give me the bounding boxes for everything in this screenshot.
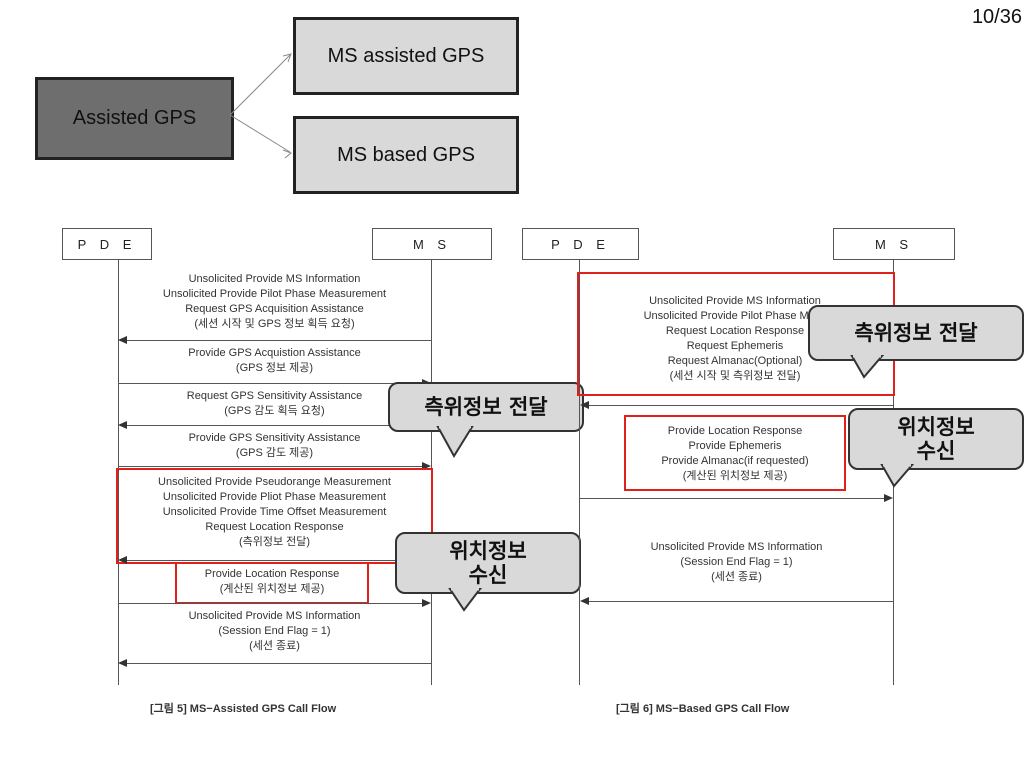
left-msg-5-line: (측위정보 전달) [238, 536, 311, 548]
left-msg-3-line: Request GPS Sensitivity Assistance [186, 390, 363, 402]
left-arrow-2 [118, 383, 429, 384]
right-msg-1: Unsolicited Provide MS Information Unsol… [598, 294, 872, 384]
left-callout-transfer: 측위정보 전달 [388, 382, 584, 432]
left-msg-1-line: (세션 시작 및 GPS 정보 획득 요청) [194, 318, 355, 330]
left-arrow-6-head [422, 599, 431, 607]
left-msg-1-line: Unsolicited Provide MS Information [188, 273, 361, 285]
right-callout-transfer: 측위정보 전달 [808, 305, 1024, 361]
left-arrow-7 [120, 663, 431, 664]
left-arrow-6 [118, 603, 429, 604]
left-msg-5-line: Unsolicited Provide Time Offset Measurem… [162, 506, 387, 518]
right-msg-2: Provide Location Response Provide Epheme… [624, 424, 846, 484]
left-msg-4: Provide GPS Sensitivity Assistance (GPS … [118, 431, 431, 461]
right-msg-3-line: Unsolicited Provide MS Information [650, 541, 823, 553]
right-callout-receive-tail [880, 464, 915, 488]
right-msg-1-line: (세션 시작 및 측위정보 전달) [669, 370, 801, 382]
left-msg-7-line: (Session End Flag = 1) [218, 625, 331, 637]
right-callout-receive-line: 수신 [916, 439, 956, 463]
right-arrow-3-head [580, 597, 589, 605]
right-msg-1-line: Request Ephemeris [686, 340, 784, 352]
right-msg-2-line: Provide Location Response [667, 425, 803, 437]
right-arrow-3 [582, 601, 893, 602]
left-msg-6-line: Provide Location Response [204, 568, 340, 580]
ms-assisted-gps-box: MS assisted GPS [293, 17, 519, 95]
right-msg-3-line: (세션 종료) [711, 571, 762, 583]
left-arrow-1-head [118, 336, 127, 344]
left-msg-5-line: Request Location Response [205, 521, 344, 533]
left-arrow-5 [120, 560, 431, 561]
right-msg-3: Unsolicited Provide MS Information (Sess… [580, 540, 893, 585]
left-arrow-5-head [118, 556, 127, 564]
left-msg-2-line: Provide GPS Acquistion Assistance [188, 347, 361, 359]
left-callout-receive-line: 수신 [468, 563, 508, 587]
right-highlight-location [624, 415, 846, 491]
right-msg-1-line: Unsolicited Provide MS Information [649, 295, 821, 307]
right-msg-2-line: (계산된 위치정보 제공) [682, 470, 788, 482]
left-msg-3-line: (GPS 감도 획득 요청) [224, 405, 325, 417]
page-number: 10/36 [971, 6, 1022, 28]
left-msg-6-line: (계산된 위치정보 제공) [219, 583, 325, 595]
left-msg-3: Request GPS Sensitivity Assistance (GPS … [118, 389, 431, 419]
left-msg-5: Unsolicited Provide Pseudorange Measurem… [118, 475, 431, 550]
left-msg-6: Provide Location Response (계산된 위치정보 제공) [175, 567, 369, 597]
right-msg-1-line: Request Almanac(Optional) [667, 355, 803, 367]
left-ms-header: M S [372, 228, 492, 260]
left-msg-2: Provide GPS Acquistion Assistance (GPS 정… [118, 346, 431, 376]
assisted-gps-box: Assisted GPS [35, 77, 234, 160]
ms-based-gps-label: MS based GPS [337, 143, 475, 166]
right-pde-header: P D E [522, 228, 639, 260]
left-msg-4-line: Provide GPS Sensitivity Assistance [188, 432, 361, 444]
right-msg-2-line: Provide Ephemeris [688, 440, 782, 452]
right-msg-3-line: (Session End Flag = 1) [680, 556, 793, 568]
left-callout-transfer-tail [436, 426, 474, 458]
left-msg-4-line: (GPS 감도 제공) [235, 447, 314, 459]
right-msg-1-line: Request Location Response [665, 325, 805, 337]
left-msg-2-line: (GPS 정보 제공) [235, 362, 314, 374]
left-pde-header: P D E [62, 228, 152, 260]
left-msg-1: Unsolicited Provide MS Information Unsol… [118, 272, 431, 332]
right-caption: [그림 6] MS−Based GPS Call Flow [616, 703, 790, 715]
right-callout-transfer-tail [850, 355, 885, 379]
left-msg-1-line: Unsolicited Provide Pilot Phase Measurem… [162, 288, 387, 300]
left-msg-5-line: Unsolicited Provide Pseudorange Measurem… [158, 476, 391, 488]
left-callout-receive-tail [448, 588, 483, 612]
left-arrow-4-head [422, 462, 431, 470]
left-arrow-3-head [118, 421, 127, 429]
right-ms-header: M S [833, 228, 955, 260]
left-arrow-4 [118, 466, 429, 467]
right-callout-receive: 위치정보 수신 [848, 408, 1024, 470]
left-caption: [그림 5] MS−Assisted GPS Call Flow [150, 703, 337, 715]
assisted-gps-label: Assisted GPS [72, 107, 197, 129]
left-msg-7: Unsolicited Provide MS Information (Sess… [118, 609, 431, 654]
left-callout-receive-line: 위치정보 [449, 539, 527, 563]
ms-based-gps-box: MS based GPS [293, 116, 519, 194]
left-msg-1-line: Request GPS Acquisition Assistance [185, 303, 364, 315]
right-msg-1-line: Unsolicited Provide Pilot Phase Meas [643, 310, 827, 322]
ms-assisted-gps-label: MS assisted GPS [327, 44, 485, 67]
left-callout-receive: 위치정보 수신 [395, 532, 581, 594]
right-callout-receive-line: 위치정보 [897, 415, 975, 439]
left-pde-lifeline [118, 260, 119, 685]
right-msg-2-line: Provide Almanac(if requested) [661, 455, 809, 467]
left-arrow-7-head [118, 659, 127, 667]
left-arrow-1 [120, 340, 431, 341]
left-msg-7-line: (세션 종료) [249, 640, 300, 652]
left-callout-transfer-text: 측위정보 전달 [424, 395, 548, 419]
right-pde-lifeline [579, 260, 580, 685]
left-msg-7-line: Unsolicited Provide MS Information [188, 610, 361, 622]
right-arrow-1-head [580, 401, 589, 409]
right-callout-transfer-text: 측위정보 전달 [854, 321, 978, 345]
right-arrow-2-head [884, 494, 893, 502]
left-msg-5-line: Unsolicited Provide Pliot Phase Measurem… [162, 491, 387, 503]
right-arrow-1 [582, 405, 893, 406]
left-arrow-3 [120, 425, 431, 426]
right-arrow-2 [580, 498, 891, 499]
